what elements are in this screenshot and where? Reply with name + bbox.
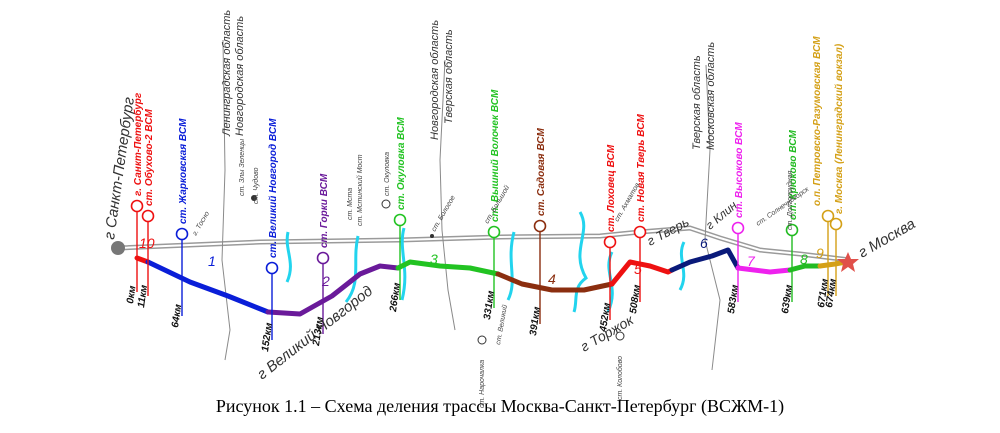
section-6-line <box>669 247 741 273</box>
section-number: 9 <box>816 245 824 261</box>
station-circle <box>821 209 835 223</box>
station-circle <box>265 261 279 275</box>
km-label: 391км <box>528 305 543 336</box>
station-name: ст. Садовая ВСМ <box>536 127 547 216</box>
section-number: 10 <box>139 235 155 251</box>
section-1-line <box>145 259 271 315</box>
station-name: ст. Горки ВСМ <box>319 173 330 248</box>
label-kolobovo: ст. Колобово <box>616 356 624 400</box>
section-number: 1 <box>208 253 216 269</box>
section-4-line <box>495 271 615 293</box>
station-name: ст. Лоховец ВСМ <box>606 144 617 232</box>
km-label: 0км <box>125 284 138 304</box>
label-okulovka: ст. Окуловка <box>384 152 391 196</box>
station-circle <box>141 209 155 223</box>
section-7-line <box>735 265 793 275</box>
city-moscow: г Москва <box>856 215 919 261</box>
station-circle <box>130 199 144 213</box>
km-label: 674км <box>824 277 839 308</box>
station-name: ст. Великий Новгород ВСМ <box>268 118 279 258</box>
km-label: 508км <box>628 283 643 314</box>
region-tver-b: Тверская область <box>691 55 703 150</box>
station-name: ст. Окуловка ВСМ <box>396 117 407 210</box>
station-circle <box>533 219 547 233</box>
label-ponezh: ст. Нарочалка <box>479 360 486 408</box>
km-label: 152км <box>260 321 275 352</box>
moscow-star-icon <box>837 252 859 272</box>
label-tosno: г. Тосно <box>192 210 211 237</box>
section-number: 5 <box>634 261 642 277</box>
station-circle <box>393 213 407 227</box>
hsr-route <box>134 247 849 317</box>
station-circle <box>633 225 647 239</box>
km-label: 213км <box>311 315 326 347</box>
station-circle <box>731 221 745 235</box>
region-tver-a: Тверская область <box>443 29 455 124</box>
km-label: 671км <box>816 277 831 308</box>
section-3-line <box>395 259 501 277</box>
section-number: 3 <box>430 251 438 267</box>
region-mos: Московская область <box>705 42 717 150</box>
section-number: 4 <box>548 271 556 287</box>
station-name: ст. Жарковская ВСМ <box>178 118 189 224</box>
station-name: ст. Высоково ВСМ <box>734 122 745 218</box>
station-name: о.п. Петровско-Разумовская ВСМ <box>812 36 823 206</box>
region-nov-b: Новгородская область <box>429 20 441 140</box>
km-label: 331км <box>482 289 497 320</box>
section-2-line <box>265 263 401 317</box>
station-circle <box>316 251 330 265</box>
label-bologoe: ст. Бологое <box>431 194 457 233</box>
label-chudovo: ст. Чудово <box>252 167 260 204</box>
station-circle <box>175 227 189 241</box>
spb-city-marker <box>111 241 125 255</box>
station-name: ст. Обухово-2 ВСМ <box>143 109 155 206</box>
station-name: ст. Новая Тверь ВСМ <box>636 114 647 222</box>
km-label: 64км <box>170 303 184 328</box>
station-markers <box>130 199 843 340</box>
section-8-line <box>787 263 823 273</box>
section-number: 8 <box>800 251 808 267</box>
section-number: 2 <box>321 273 330 289</box>
km-label: 452км <box>598 301 613 333</box>
station-circle <box>603 235 617 249</box>
station-name: ст. Вышний Волочек ВСМ <box>490 89 501 222</box>
km-label: 583км <box>726 283 741 314</box>
section-number: 6 <box>700 235 708 251</box>
label-zelenchy: ст. Злы Зеленцы <box>239 138 246 196</box>
label-msta: ст. Мста <box>347 188 354 220</box>
station-name: г. Санкт-Петербург <box>132 92 144 196</box>
label-velikoy: ст. Великий <box>494 304 509 345</box>
station-name: г. Москва (Ленинградский вокзал) <box>834 43 845 214</box>
label-skh-msta: ст. Мстинский Мост <box>356 154 364 226</box>
section-number: 7 <box>747 253 756 269</box>
station-circle <box>829 217 843 231</box>
km-label: 639км <box>780 283 795 314</box>
label-solnech: ст. Солнечногорск <box>755 186 811 228</box>
region-borders <box>221 39 721 371</box>
section-5-line <box>609 259 675 287</box>
km-label: 266км <box>388 281 403 313</box>
region-nov-a: Новгородская область <box>234 16 246 136</box>
region-len: Ленинградская область <box>221 10 233 137</box>
figure-caption: Рисунок 1.1 – Схема деления трассы Москв… <box>215 396 785 416</box>
km-label: 11км <box>136 284 150 309</box>
label-tos-dolgo: ст. Долгопрудная <box>786 170 794 230</box>
station-circle <box>785 223 799 237</box>
station-name: о.п. Крюково ВСМ <box>788 129 799 220</box>
station-circle <box>487 225 501 239</box>
